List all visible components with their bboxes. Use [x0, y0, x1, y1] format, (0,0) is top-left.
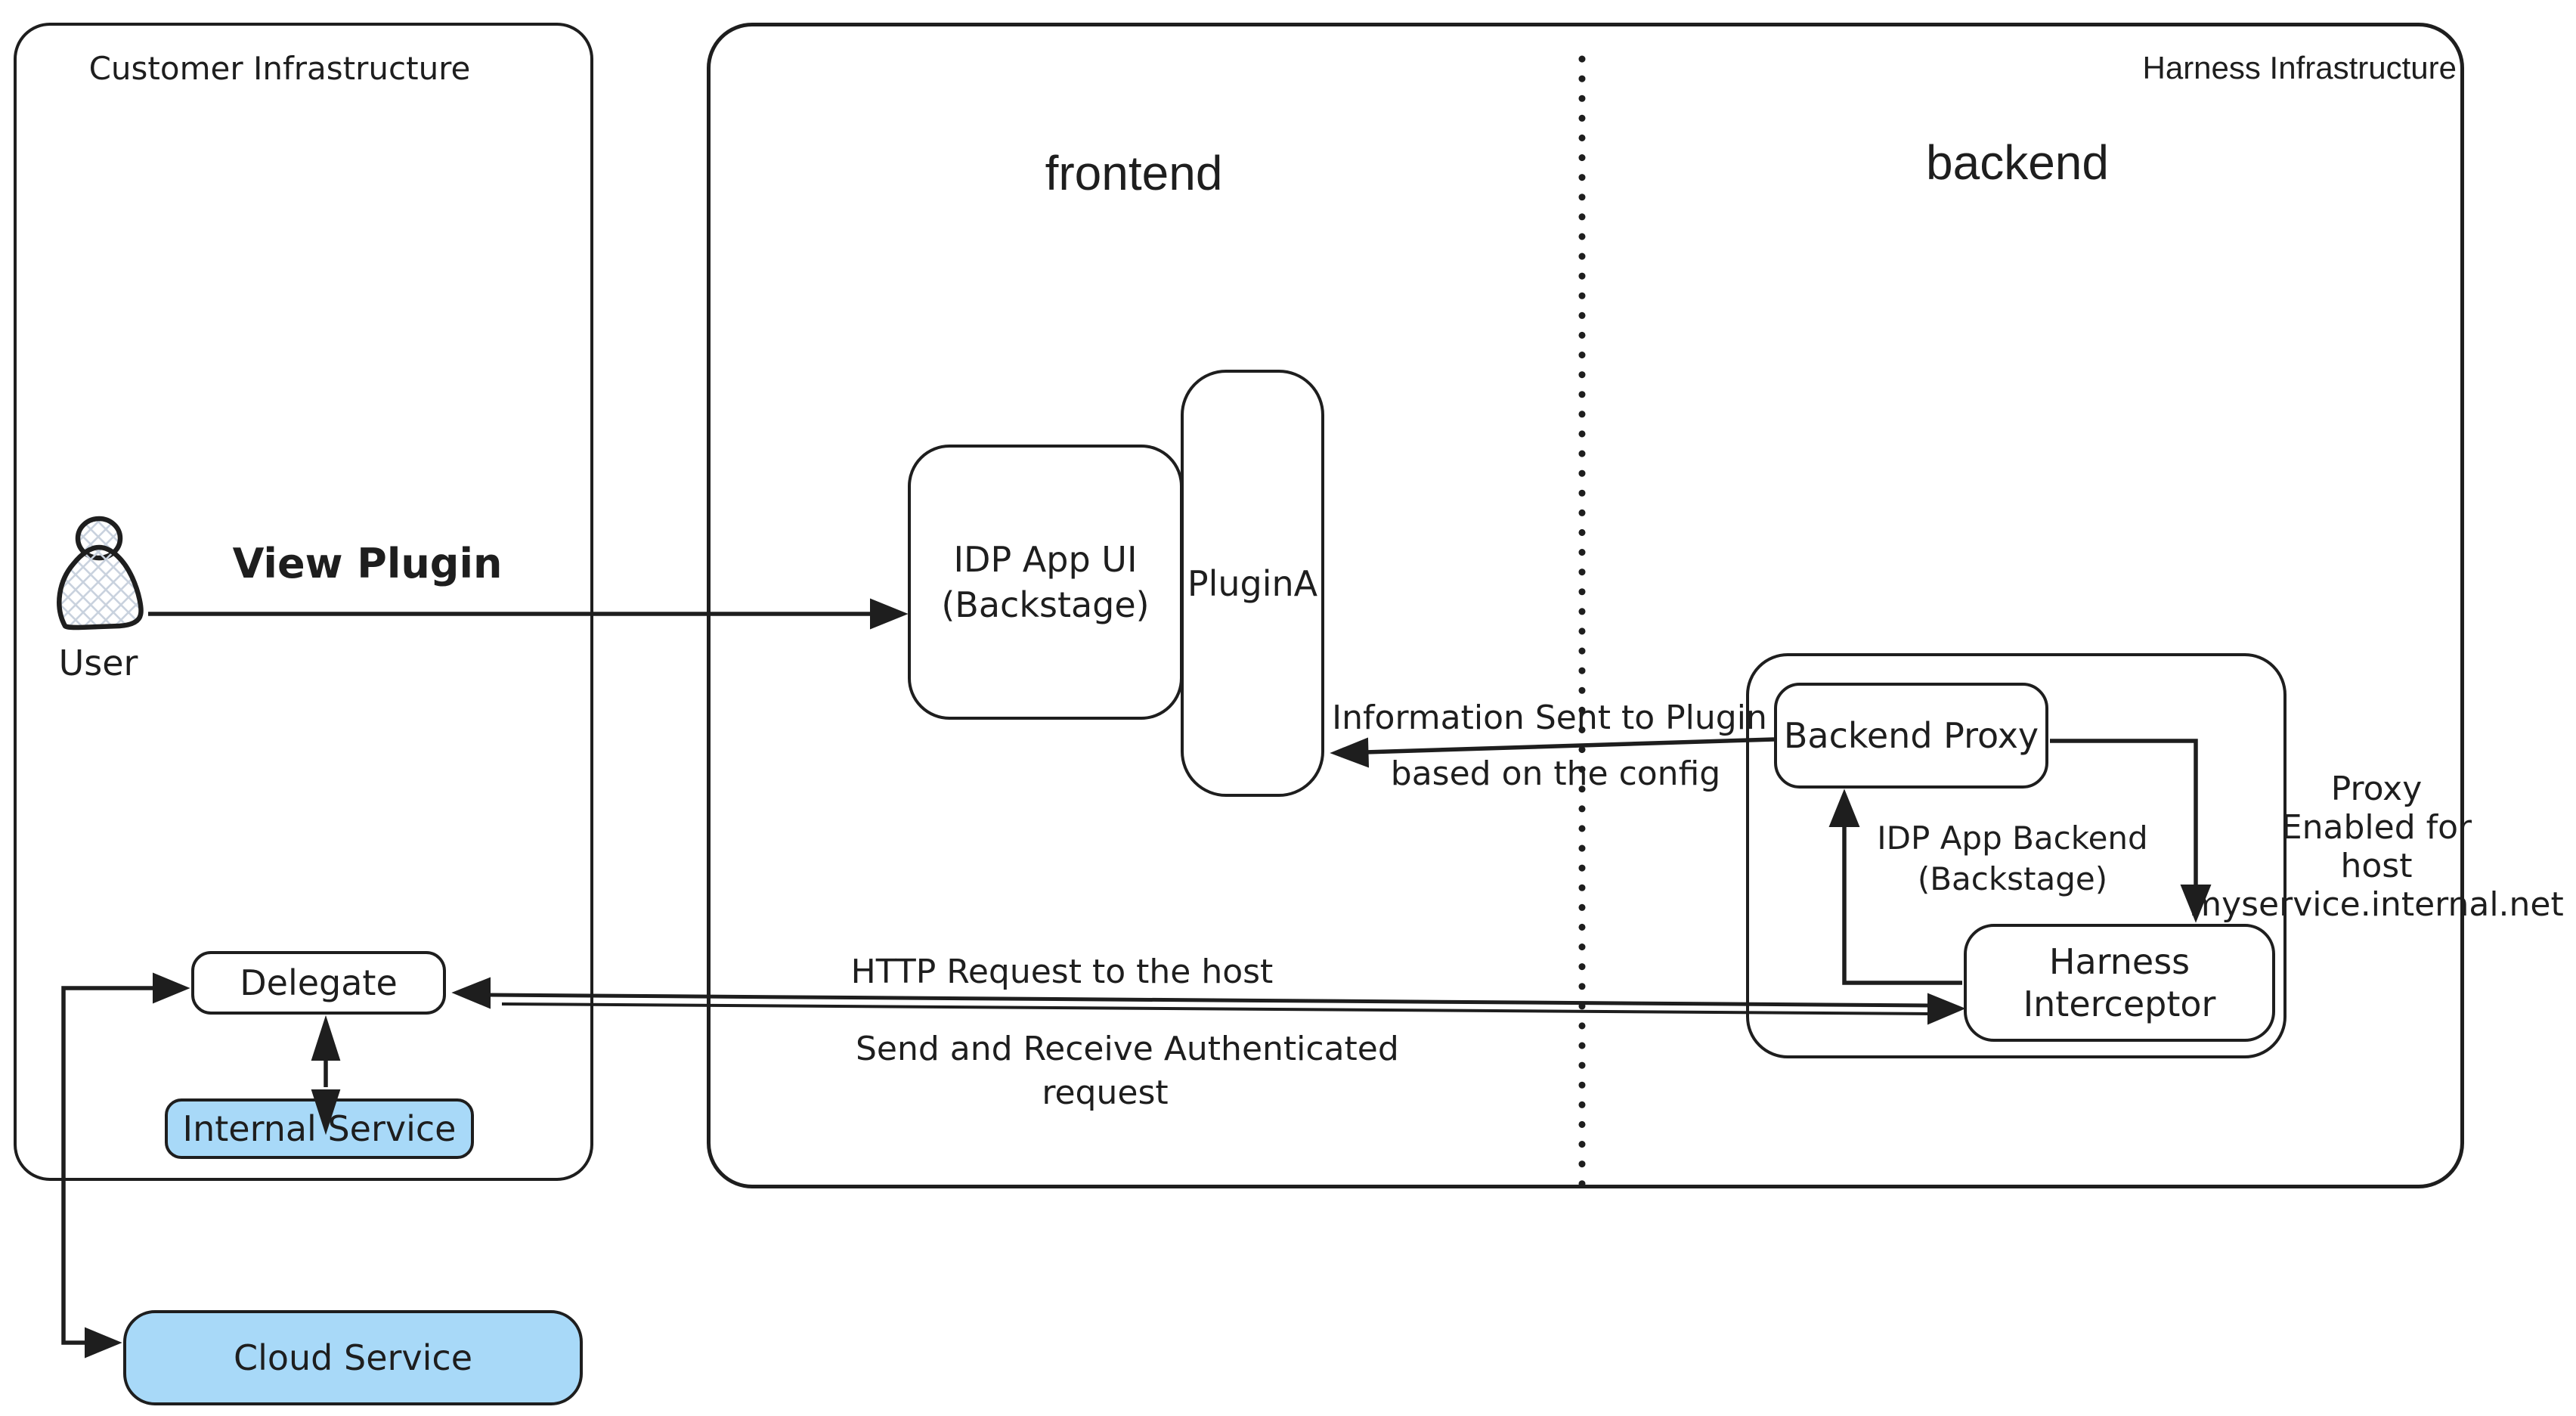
harness-infrastructure-box [707, 23, 2464, 1188]
backend-proxy-node: Backend Proxy [1774, 683, 2048, 789]
proxy-enabled-line3: host myservice.internal.net [2189, 847, 2564, 924]
delegate-label: Delegate [240, 962, 398, 1003]
idp-app-backend-group [1746, 653, 2287, 1058]
authenticated-request-label-line1: Send and Receive Authenticated [856, 1030, 1399, 1068]
plugin-a-node: PluginA [1181, 370, 1324, 797]
plugin-a-label: PluginA [1187, 562, 1318, 604]
proxy-enabled-line1: Proxy [2330, 770, 2423, 808]
frontend-zone-label: frontend [1045, 146, 1223, 200]
idp-app-ui-label-line1: IDP App UI [953, 539, 1138, 580]
backend-proxy-label: Backend Proxy [1783, 715, 2039, 756]
idp-app-ui-label-line2: (Backstage) [941, 584, 1150, 625]
harness-infrastructure-title: Harness Infrastructure [2142, 50, 2457, 85]
harness-interceptor-node: Harness Interceptor [1964, 924, 2275, 1042]
cloud-service-label: Cloud Service [233, 1337, 473, 1378]
delegate-node: Delegate [191, 951, 446, 1015]
idp-app-backend-label-line1: IDP App Backend [1877, 820, 2148, 857]
idp-app-backend-label: IDP App Backend (Backstage) [1852, 818, 2173, 900]
backend-zone-label: backend [1926, 135, 2109, 190]
customer-infrastructure-title: Customer Infrastructure [88, 50, 471, 87]
customer-infrastructure-box [14, 23, 593, 1181]
http-request-label: HTTP Request to the host [850, 953, 1274, 991]
harness-interceptor-label-line1: Harness [2048, 941, 2191, 982]
idp-app-backend-label-line2: (Backstage) [1917, 860, 2108, 897]
info-to-plugin-label-line1: Information Sent to Plugin [1332, 699, 1767, 737]
proxy-enabled-label: Proxy Enabled for host myservice.interna… [2177, 770, 2576, 924]
info-to-plugin-label-line2: based on the config [1390, 754, 1721, 793]
cloud-service-node: Cloud Service [123, 1310, 583, 1405]
idp-app-ui-node: IDP App UI (Backstage) [908, 445, 1183, 720]
harness-interceptor-label-line2: Interceptor [2023, 984, 2216, 1024]
proxy-enabled-line2: Enabled for [2280, 808, 2472, 847]
authenticated-request-label-line2: request [1042, 1074, 1169, 1112]
user-label: User [58, 643, 138, 683]
internal-service-label: Internal Service [182, 1108, 457, 1149]
internal-service-node: Internal Service [165, 1098, 474, 1159]
view-plugin-edge-label: View Plugin [232, 540, 503, 587]
